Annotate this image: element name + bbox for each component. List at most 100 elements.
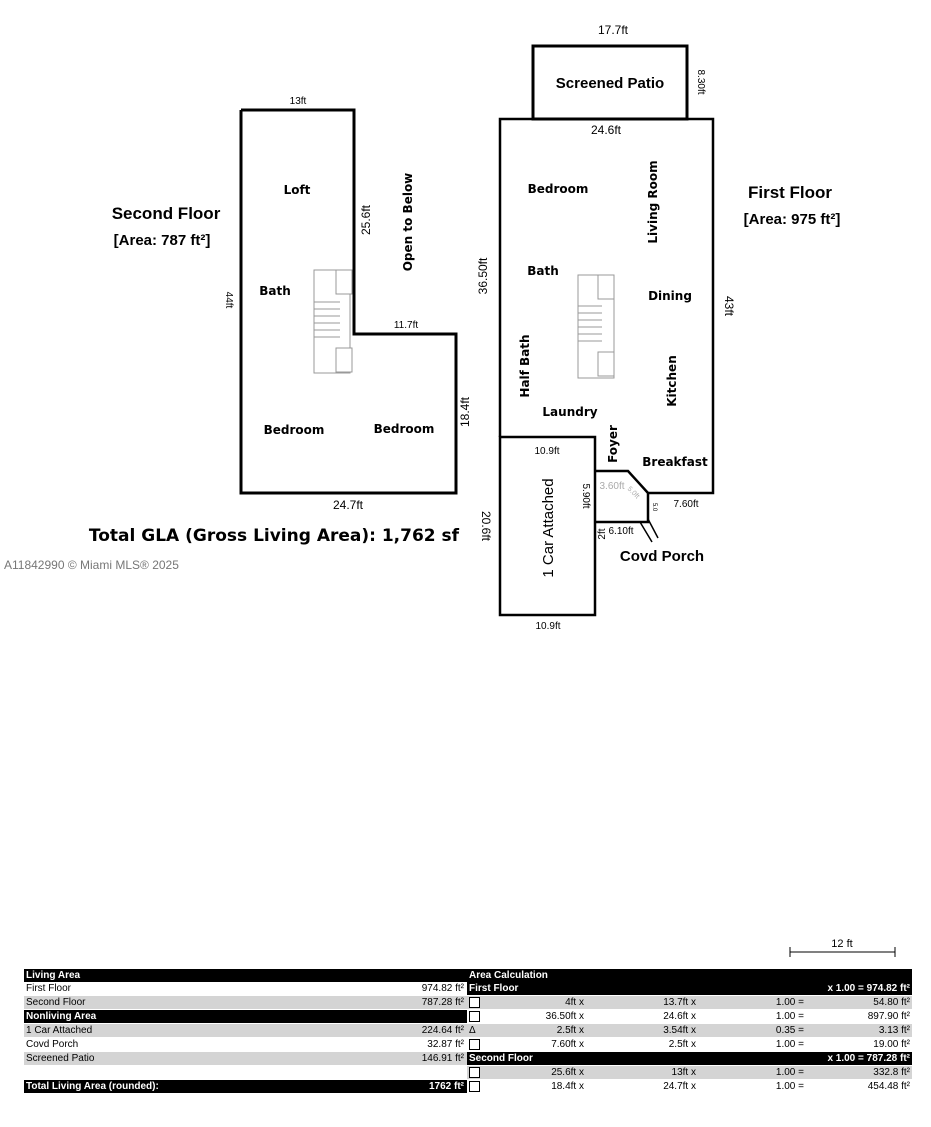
second-floor-outline xyxy=(239,108,458,495)
square-shape-icon xyxy=(469,1010,480,1022)
table-cell: Screened Patio xyxy=(26,1053,95,1064)
square-shape-icon xyxy=(469,996,480,1008)
second-floor-area: [Area: 787 ft²] xyxy=(114,232,211,249)
dimension-label: 8.30ft xyxy=(695,69,706,94)
table-cell: 787.28 ft² xyxy=(421,997,464,1008)
square-shape-icon xyxy=(469,1038,480,1050)
square-shape-icon xyxy=(469,1080,480,1092)
nonliving-area-header: Nonliving Area xyxy=(26,1011,97,1022)
dimension-label: 36.50ft xyxy=(476,257,490,294)
room-label: Screened Patio xyxy=(556,75,664,92)
table-cell: 1.00 = xyxy=(775,1011,804,1022)
room-label: Kitchen xyxy=(665,355,679,407)
square-shape-icon xyxy=(469,1066,480,1078)
dimension-label: 10.9ft xyxy=(535,621,560,632)
room-label: Bath xyxy=(259,284,291,298)
room-label: Bedroom xyxy=(528,182,589,196)
room-label: Breakfast xyxy=(642,455,708,469)
table-cell: 13.7ft x xyxy=(663,997,696,1008)
stairs-second xyxy=(313,269,353,374)
room-label: Half Bath xyxy=(518,334,532,397)
dimension-label: 6.10ft xyxy=(608,526,633,537)
dimension-label: 3.60ft xyxy=(599,481,624,492)
living-area-header: Living Area xyxy=(26,970,81,981)
table-cell: First Floor xyxy=(469,983,519,994)
total-living-label: Total Living Area (rounded): xyxy=(26,1081,159,1092)
floor-plan: Second Floor [Area: 787 ft²] Loft Bath B… xyxy=(4,23,841,632)
area-table: Living Area Area Calculation First Floor… xyxy=(24,969,912,1094)
dimension-label: 18.4ft xyxy=(458,396,472,427)
room-label: Bedroom xyxy=(264,423,325,437)
table-cell: 332.8 ft² xyxy=(873,1067,910,1078)
garage-outline xyxy=(498,435,597,617)
stairs-first xyxy=(577,274,615,379)
dimension-label: 5.90ft xyxy=(580,483,591,508)
table-cell: 0.35 = xyxy=(775,1025,804,1036)
table-cell: 54.80 ft² xyxy=(873,997,910,1008)
first-floor-area: [Area: 975 ft²] xyxy=(744,211,841,228)
room-label: Laundry xyxy=(542,405,597,419)
table-cell: 1.00 = xyxy=(775,997,804,1008)
gla-total: Total GLA (Gross Living Area): 1,762 sf xyxy=(89,526,460,546)
dimension-label: 24.6ft xyxy=(591,123,622,137)
table-cell: 2.5ft x xyxy=(556,1025,584,1036)
dimension-label: 13ft xyxy=(290,96,307,107)
dimension-label: 25.6ft xyxy=(359,204,373,235)
room-label: Loft xyxy=(284,183,311,197)
table-cell: 454.48 ft² xyxy=(867,1081,910,1092)
dimension-label: 43ft xyxy=(722,296,736,317)
total-living-value: 1762 ft² xyxy=(428,1081,464,1092)
room-label: Covd Porch xyxy=(620,548,704,565)
dimension-label: 7.60ft xyxy=(673,499,698,510)
triangle-shape-icon: Δ xyxy=(469,1025,476,1036)
dimension-label: 44ft xyxy=(223,292,234,309)
table-cell: 36.50ft x xyxy=(545,1011,584,1022)
table-cell: 32.87 ft² xyxy=(427,1039,464,1050)
dimension-label: 10.9ft xyxy=(534,446,559,457)
table-cell: 3.54ft x xyxy=(663,1025,696,1036)
table-cell: 3.13 ft² xyxy=(878,1025,910,1036)
room-label: Bedroom xyxy=(374,422,435,436)
porch-outline xyxy=(595,469,650,524)
table-cell: 224.64 ft² xyxy=(421,1025,464,1036)
table-cell: 24.6ft x xyxy=(663,1011,696,1022)
second-floor-title: Second Floor xyxy=(112,204,221,223)
dimension-label: 20.6ft xyxy=(479,511,493,542)
scale-bar: 12 ft xyxy=(789,938,896,957)
table-cell: 4ft x xyxy=(565,997,584,1008)
room-label: Dining xyxy=(648,289,692,303)
table-cell: 19.00 ft² xyxy=(873,1039,910,1050)
table-cell: x 1.00 = 974.82 ft² xyxy=(827,983,910,994)
table-cell: First Floor xyxy=(26,983,71,994)
table-cell: 974.82 ft² xyxy=(421,983,464,994)
table-cell: 146.91 ft² xyxy=(421,1053,464,1064)
table-cell: 25.6ft x xyxy=(551,1067,584,1078)
scale-label: 12 ft xyxy=(831,938,852,950)
table-cell: 1 Car Attached xyxy=(26,1025,93,1036)
table-cell: 18.4ft x xyxy=(551,1081,584,1092)
table-cell: 897.90 ft² xyxy=(867,1011,910,1022)
table-cell: Covd Porch xyxy=(26,1039,79,1050)
dimension-label: 5.0 xyxy=(651,503,657,512)
dimension-label: 2ft xyxy=(597,528,608,539)
table-cell: 7.60ft x xyxy=(551,1039,584,1050)
table-cell: 13ft x xyxy=(671,1067,696,1078)
room-label: Open to Below xyxy=(401,173,415,272)
dimension-label: 24.7ft xyxy=(333,498,364,512)
table-cell: Second Floor xyxy=(469,1053,533,1064)
first-floor-title: First Floor xyxy=(748,183,832,202)
room-label: Living Room xyxy=(646,160,660,243)
dimension-label: 11.7ft xyxy=(394,320,418,331)
room-label: Foyer xyxy=(606,425,620,463)
table-cell: Second Floor xyxy=(26,997,86,1008)
table-cell: 1.00 = xyxy=(775,1081,804,1092)
dimension-label: 17.7ft xyxy=(598,23,629,37)
table-cell: 1.00 = xyxy=(775,1067,804,1078)
area-calc-header: Area Calculation xyxy=(469,970,548,981)
watermark: A11842990 © Miami MLS® 2025 xyxy=(4,558,179,572)
table-cell: 2.5ft x xyxy=(668,1039,696,1050)
room-label: 1 Car Attached xyxy=(540,478,557,577)
table-cell: 24.7ft x xyxy=(663,1081,696,1092)
table-cell: x 1.00 = 787.28 ft² xyxy=(827,1053,910,1064)
table-cell: 1.00 = xyxy=(775,1039,804,1050)
